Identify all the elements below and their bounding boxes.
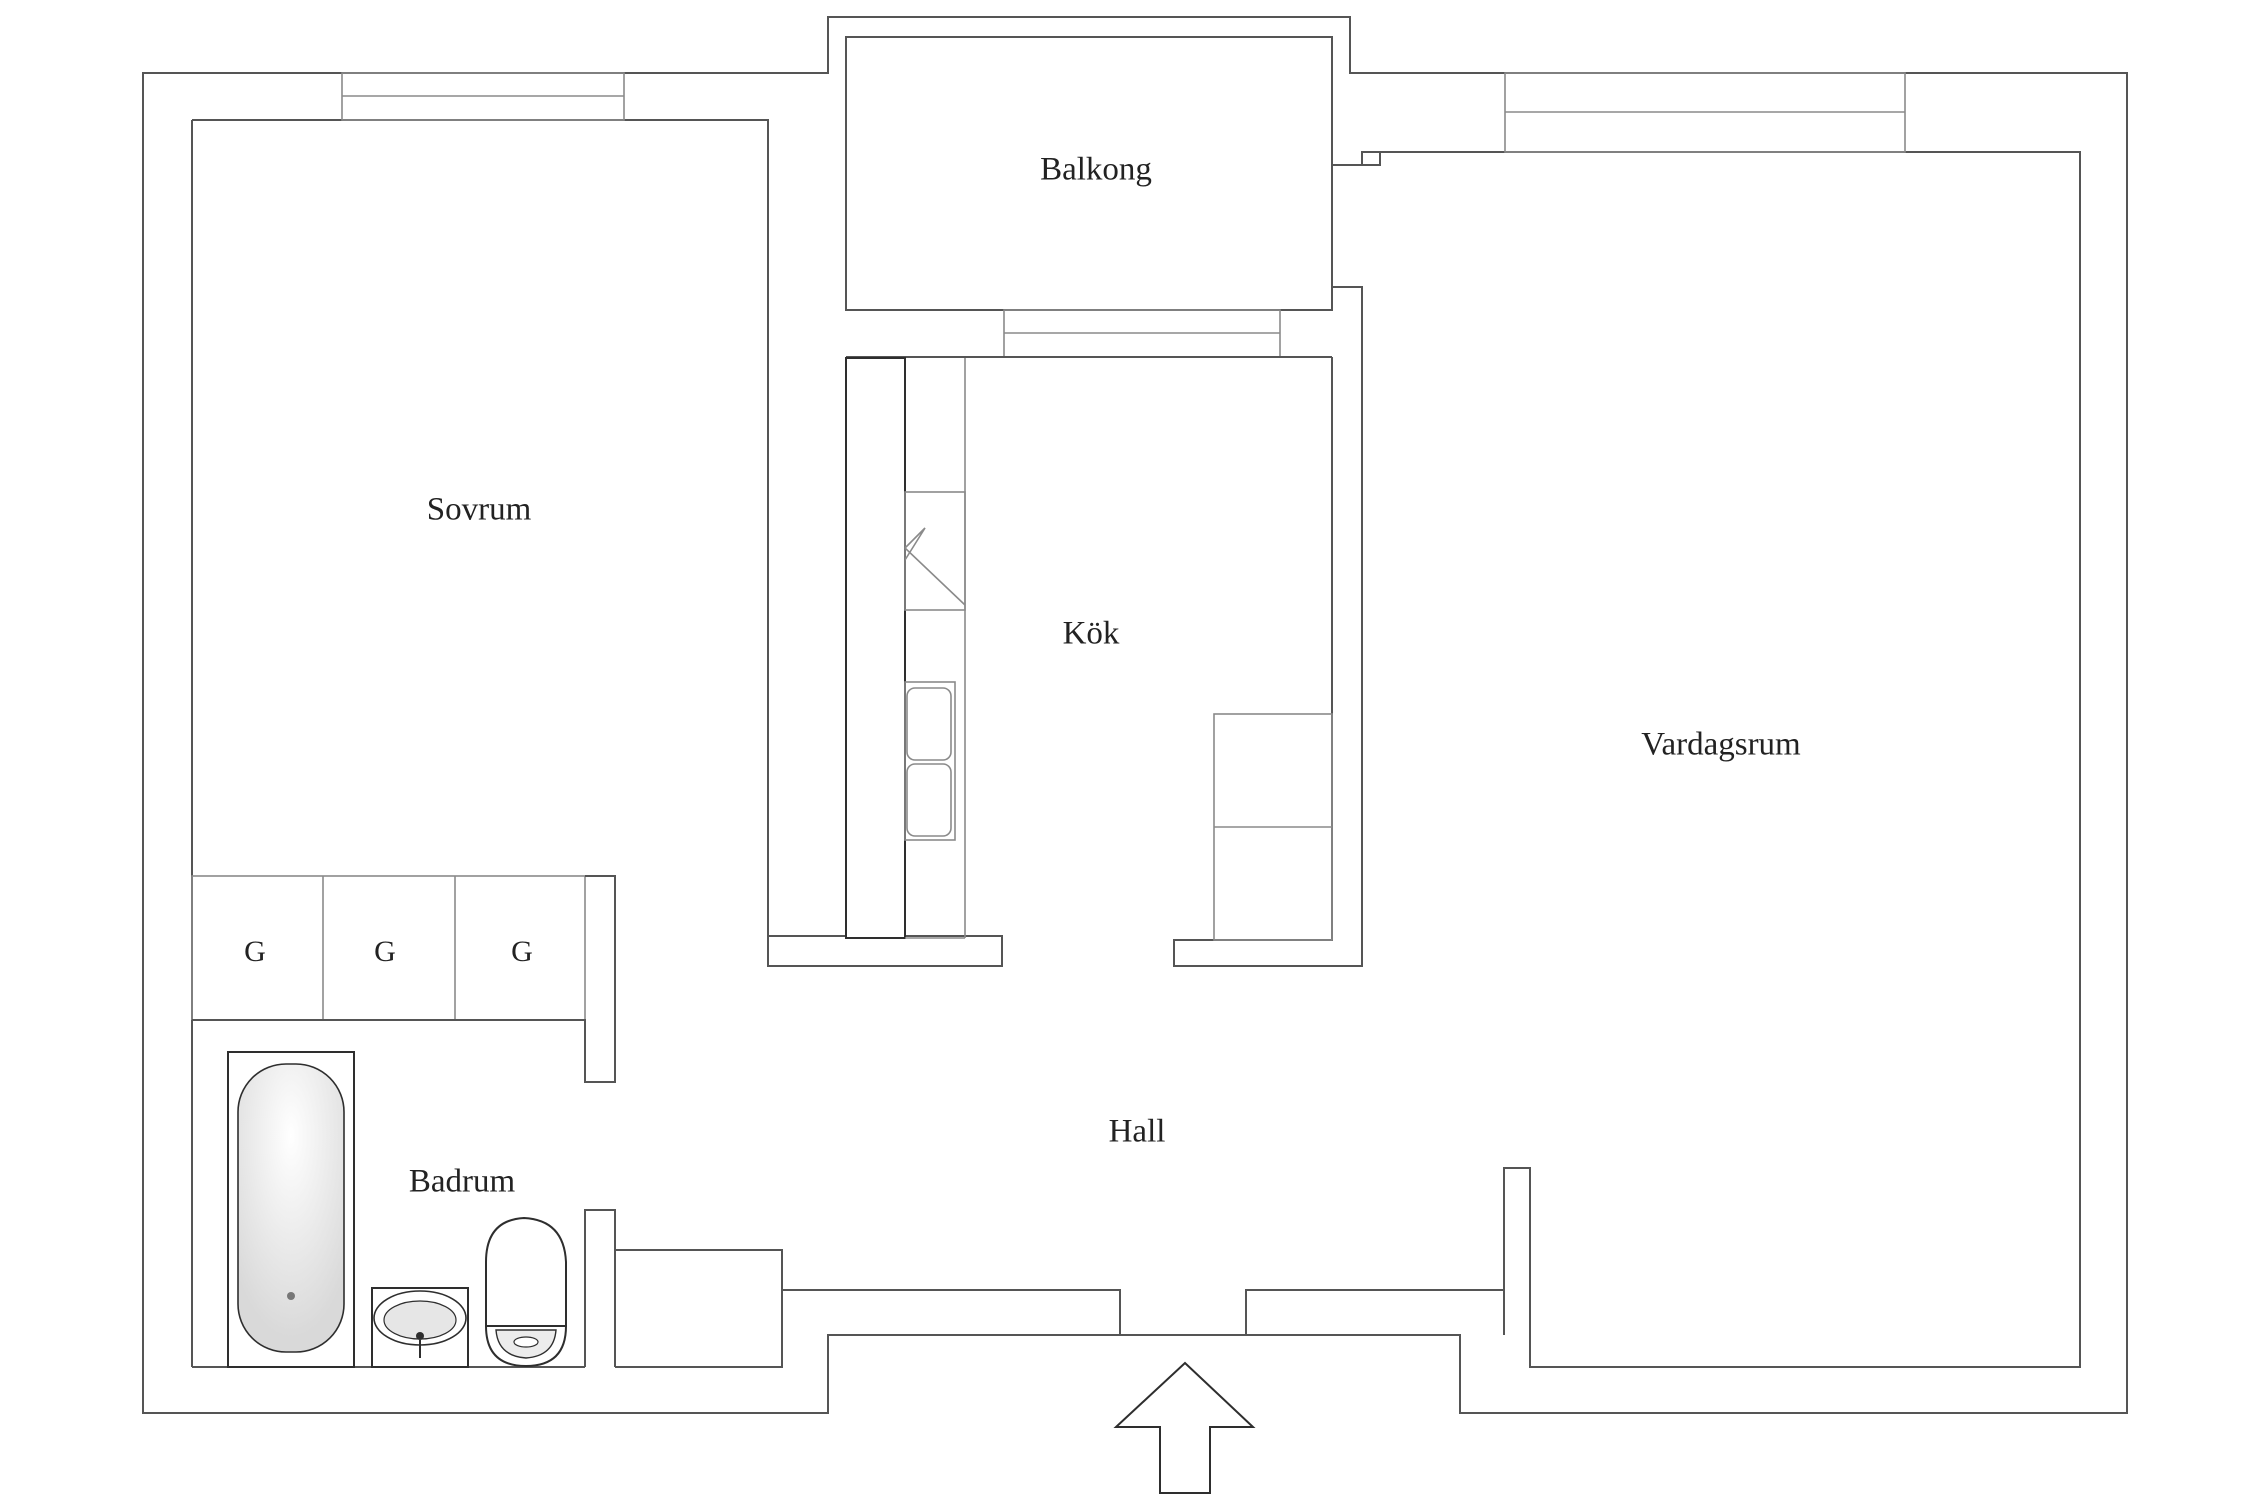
bedroom-wall (192, 119, 1003, 967)
entrance-arrow-icon (1113, 1361, 1256, 1494)
outer-wall (142, 16, 2128, 1414)
wardrobe-label: G (244, 935, 266, 968)
room-label-hall: Hall (1108, 1113, 1166, 1150)
room-label-balkong: Balkong (1040, 151, 1152, 188)
wardrobe-label: G (511, 935, 533, 968)
living-room-wall (1361, 151, 2081, 1368)
bathtub-icon (227, 1051, 355, 1368)
room-label-vardagsrum: Vardagsrum (1641, 726, 1801, 763)
room-label-kok: Kök (1062, 615, 1120, 652)
living-room-top-step (1362, 152, 1381, 166)
kitchen-cabinets (1213, 713, 1333, 941)
dishwasher-icon (903, 491, 966, 611)
kitchen-counter (845, 357, 906, 939)
living-room-window (1504, 72, 1906, 153)
washbasin-icon (371, 1287, 469, 1368)
kitchen-left-nib (1331, 145, 1363, 166)
room-label-sovrum: Sovrum (426, 491, 532, 528)
entrance-wall-left (782, 1289, 1121, 1335)
sink-icon (904, 681, 956, 841)
kitchen-right-wall (1173, 286, 1363, 967)
bedroom-window (341, 72, 625, 121)
bathroom-right-wall (584, 1209, 616, 1367)
entrance-wall-right (1245, 1289, 1504, 1335)
kitchen-window (1003, 309, 1281, 358)
bedroom-bath-wall (192, 875, 616, 1083)
room-label-badrum: Badrum (408, 1163, 516, 1200)
toilet-icon (484, 1216, 568, 1368)
wardrobe-label: G (374, 935, 396, 968)
hall-storage (615, 1249, 783, 1368)
